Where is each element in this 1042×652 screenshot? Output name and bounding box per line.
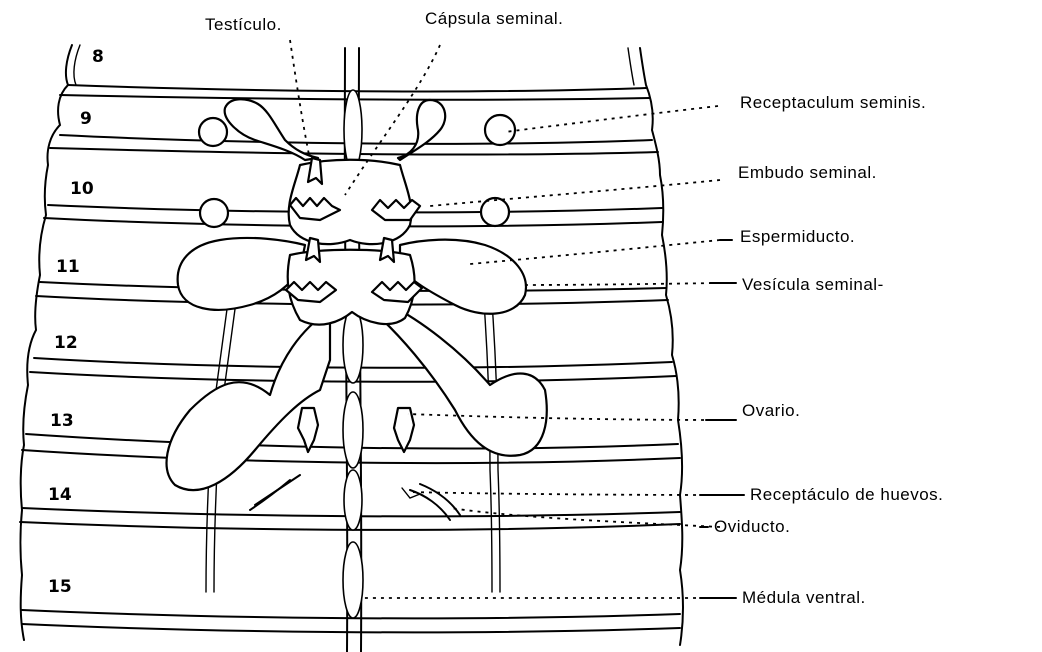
label-receptaculo-huevos: Receptáculo de huevos. — [750, 485, 943, 504]
label-oviducto: Oviducto. — [714, 517, 790, 536]
segment-number-14: 14 — [48, 485, 72, 505]
leader-stubs — [700, 240, 744, 598]
label-capsula-seminal: Cápsula seminal. — [425, 9, 563, 28]
segment-number-10: 10 — [70, 179, 94, 199]
segment-number-8: 8 — [92, 47, 104, 67]
segment-number-9: 9 — [80, 109, 92, 129]
label-embudo-seminal: Embudo seminal. — [738, 163, 877, 182]
label-espermiducto: Espermiducto. — [740, 227, 855, 246]
label-ovario: Ovario. — [742, 401, 800, 420]
segment-number-11: 11 — [56, 257, 80, 277]
label-medula-ventral: Médula ventral. — [742, 588, 866, 607]
label-receptaculum-seminis: Receptaculum seminis. — [740, 93, 926, 112]
label-testiculo: Testículo. — [205, 15, 282, 34]
segment-number-15: 15 — [48, 577, 72, 597]
segment-number-12: 12 — [54, 333, 78, 353]
label-vesicula-seminal: Vesícula seminal- — [742, 275, 884, 294]
segment-number-13: 13 — [50, 411, 74, 431]
ventral-nerve-cord — [343, 48, 363, 652]
